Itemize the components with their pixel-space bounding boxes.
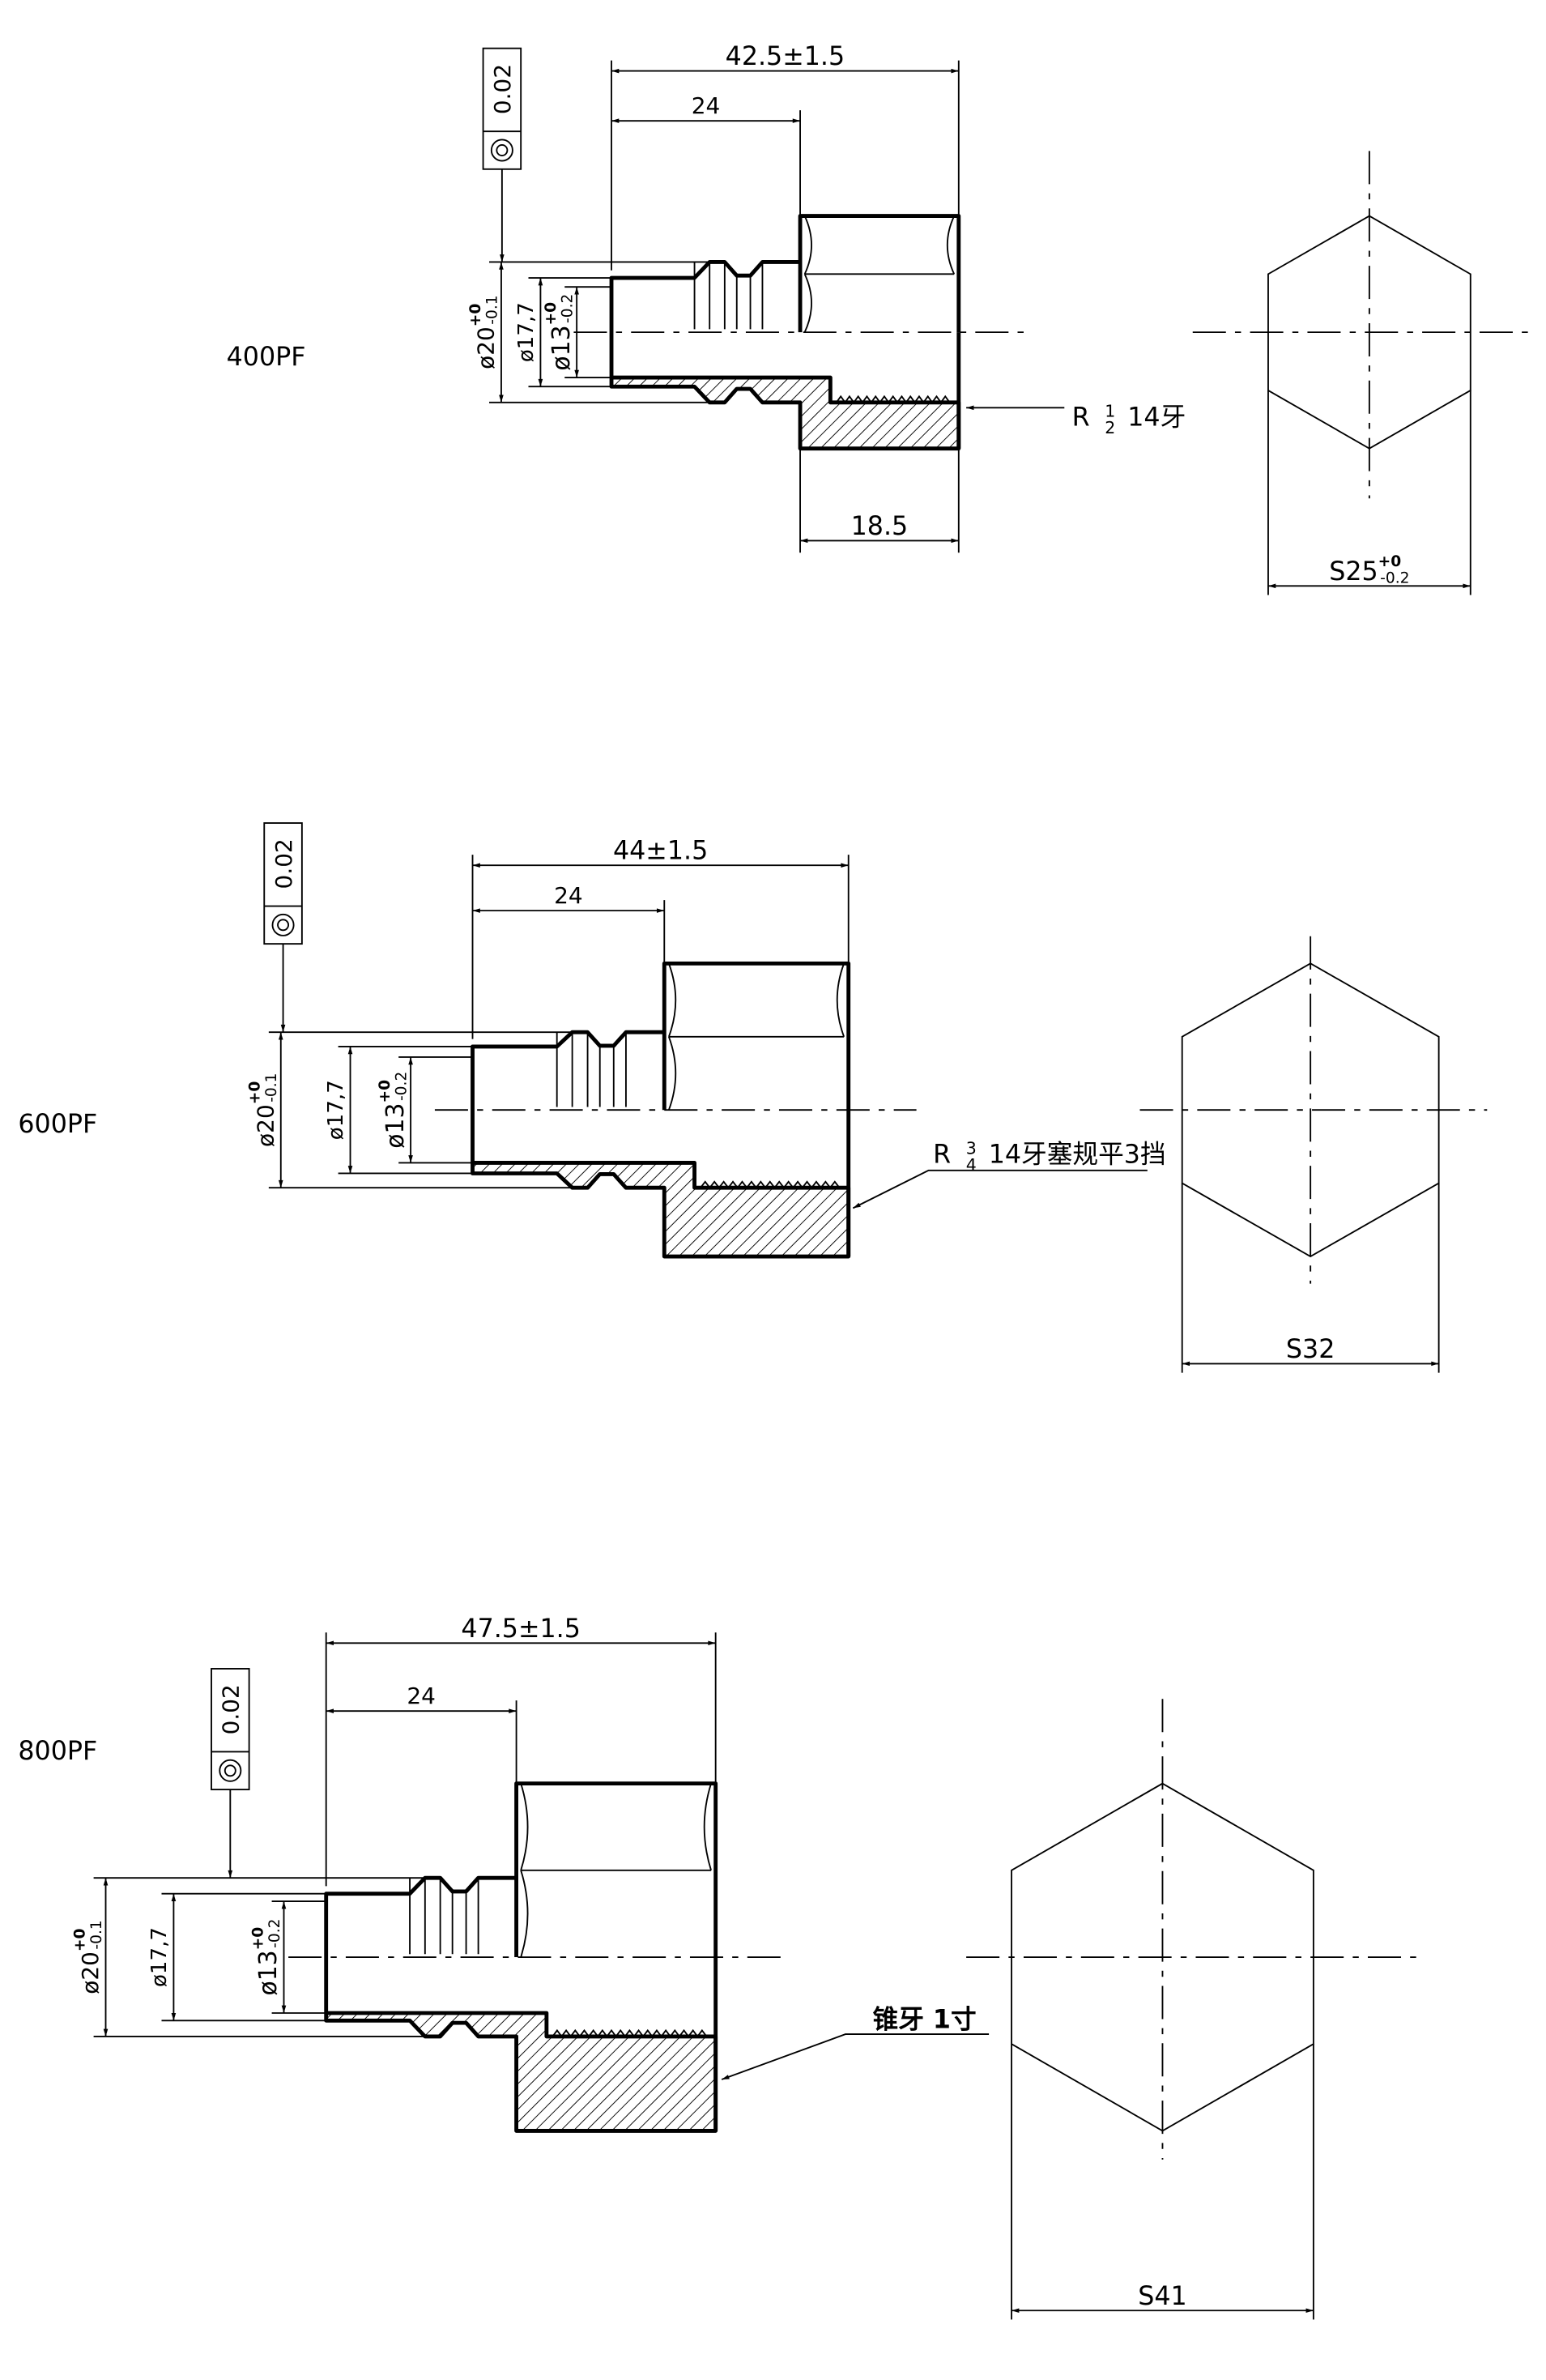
overall-length-value: 47.5±1.5	[461, 1614, 581, 1644]
thread-teeth	[836, 395, 951, 404]
hex-nut-upper	[798, 214, 961, 333]
bore-diameter-label-upper-tolerance: +0	[377, 1080, 394, 1103]
body-section-hatched	[471, 1161, 851, 1259]
runout-tolerance-value: 0.02	[270, 838, 297, 889]
thread-leader	[721, 2033, 990, 2080]
bore-diameter-label-value: ø13	[381, 1103, 410, 1149]
hex-lower-tolerance: -0.2	[1380, 570, 1409, 587]
thread-teeth	[700, 1180, 841, 1189]
hex-size-label: S25+0-0.2	[1329, 553, 1409, 587]
body-section-hatched	[609, 375, 961, 451]
bore-diameter-label-lower-tolerance: -0.2	[393, 1072, 410, 1101]
body-section-hatched	[324, 2011, 718, 2133]
concentricity-icon	[271, 913, 295, 936]
concentricity-icon	[490, 139, 513, 162]
outer-diameter-label-lower-tolerance: -0.1	[483, 295, 500, 324]
hex-nut-upper	[662, 961, 851, 1111]
concentricity-icon	[219, 1759, 242, 1782]
outer-diameter-label-lower-tolerance: -0.1	[263, 1073, 280, 1102]
thread-fraction-numerator: 1	[1105, 402, 1115, 421]
outer-diameter-label-value: ø20	[252, 1104, 279, 1147]
outer-diameter-label: ø20+0-0.1	[467, 295, 501, 369]
bore-diameter-label-lower-tolerance: -0.2	[266, 1919, 283, 1948]
thread-leader	[852, 1169, 1148, 1209]
concentricity-icon-inner	[224, 1764, 236, 1777]
body-upper-outline	[609, 260, 801, 378]
thread-spec: 锥牙 1寸	[873, 2006, 977, 2035]
bore-diameter-label-value: ø13	[547, 325, 576, 370]
part-label: 600PF	[18, 1110, 97, 1139]
outer-diameter-label-lower-tolerance: -0.1	[88, 1920, 105, 1949]
hex-end-view: S32	[1139, 936, 1488, 1373]
thread-length-value: 18.5	[851, 512, 909, 541]
feature-control-frame: 0.02	[482, 47, 522, 262]
bore-diameter-label: ø13+0-0.2	[543, 294, 577, 371]
runout-tolerance-value: 0.02	[218, 1684, 245, 1734]
outer-diameter-label-upper-tolerance: +0	[247, 1081, 264, 1105]
concentricity-icon-inner	[496, 144, 509, 156]
part-label: 400PF	[227, 343, 306, 372]
body-upper-outline	[471, 1030, 665, 1163]
hex-flat-arcs	[667, 963, 845, 1111]
thread-callout-text: 锥牙 1寸	[873, 2006, 977, 2035]
hex-end-view: S41	[966, 1699, 1420, 2320]
hex-flat-arcs	[520, 1783, 712, 1958]
thread-fraction-denominator: 2	[1105, 418, 1115, 437]
hex-flat-arcs	[803, 215, 956, 333]
bore-diameter-label-lower-tolerance: -0.2	[560, 294, 577, 323]
hex-depth-value: 24	[554, 882, 583, 909]
thread-fraction-denominator: 4	[966, 1155, 977, 1175]
outer-diameter-label-upper-tolerance: +0	[71, 1928, 88, 1951]
thread-fraction-numerator: 3	[966, 1138, 977, 1158]
hex-depth-value: 24	[407, 1683, 436, 1709]
bore-diameter-label: ø13+0-0.2	[377, 1072, 411, 1149]
feature-control-frame: 0.02	[211, 1668, 250, 1879]
outer-diameter-label-value: ø20	[473, 326, 500, 369]
part-label: 800PF	[18, 1737, 97, 1766]
concentricity-icon-inner	[277, 919, 290, 932]
body-upper-outline	[324, 1875, 517, 2013]
outer-diameter-label-value: ø20	[77, 1951, 104, 1994]
thread-prefix: R	[1072, 403, 1090, 433]
hex-upper-tolerance: +0	[1378, 553, 1402, 570]
hex-end-view: S25+0-0.2	[1192, 151, 1533, 595]
feature-control-frame: 0.02	[263, 822, 303, 1033]
overall-length-value: 42.5±1.5	[726, 42, 845, 71]
thread-prefix: R	[933, 1140, 951, 1169]
bore-diameter-label: ø13+0-0.2	[249, 1919, 283, 1996]
bore-diameter-label-upper-tolerance: +0	[249, 1927, 266, 1951]
mid-diameter-label: ø17,7	[324, 1080, 348, 1140]
mid-diameter-label: ø17,7	[147, 1927, 172, 1987]
bore-diameter-label-value: ø13	[254, 1950, 283, 1995]
overall-length-value: 44±1.5	[613, 837, 708, 866]
mid-diameter-label: ø17,7	[514, 302, 539, 362]
hex-size-value: S25	[1329, 557, 1378, 586]
runout-tolerance-value: 0.02	[489, 64, 516, 114]
hex-depth-value: 24	[692, 92, 721, 119]
thread-callout: 锥牙 1寸	[721, 2006, 990, 2080]
outer-diameter-label: ø20+0-0.1	[247, 1073, 281, 1146]
thread-spec: 14牙	[1127, 403, 1186, 433]
outer-diameter-label-upper-tolerance: +0	[467, 304, 484, 327]
thread-teeth	[552, 2028, 708, 2038]
thread-spec: 14牙塞规平3挡	[989, 1140, 1166, 1169]
hex-size-label: S32	[1286, 1335, 1335, 1364]
bore-diameter-label-upper-tolerance: +0	[543, 302, 560, 326]
outer-diameter-label: ø20+0-0.1	[71, 1920, 105, 1994]
hex-size-label: S41	[1138, 2282, 1186, 2311]
hex-nut-upper	[514, 1781, 718, 1958]
